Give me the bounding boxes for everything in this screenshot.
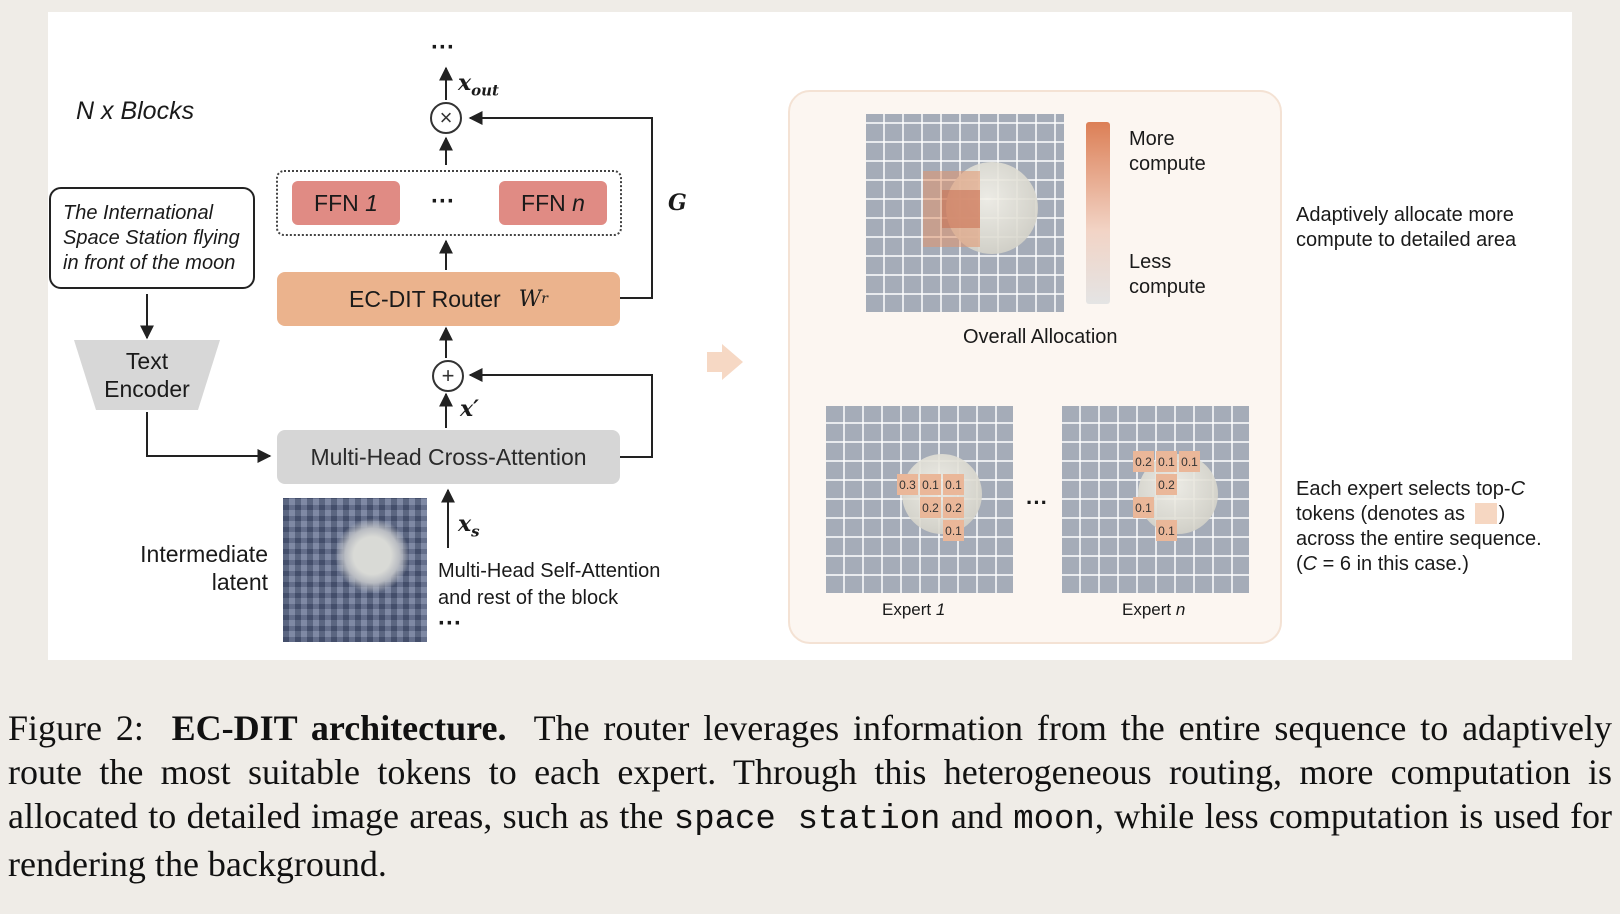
expert-n-token: 0.1 [1156, 520, 1177, 541]
cross-attention-box: Multi-Head Cross-Attention [277, 430, 620, 484]
expert-1-token: 0.2 [943, 497, 964, 518]
desc-top-2: compute to detailed area [1296, 229, 1517, 251]
latent-label-2: latent [211, 569, 268, 595]
desc-bottom-2: tokens (denotes as ) [1296, 503, 1506, 525]
token-swatch [1474, 503, 1497, 524]
multiply-icon: × [430, 102, 462, 134]
top-ellipsis: ··· [431, 34, 455, 61]
expert-1-token: 0.1 [943, 474, 964, 495]
transition-arrow [707, 344, 743, 380]
experts-ellipsis: ··· [1026, 490, 1048, 515]
expert-1-image: 0.3 0.1 0.1 0.2 0.2 0.1 [826, 406, 1013, 593]
text-encoder-line-1: Text [125, 348, 169, 374]
caption-text-3: , while less computation is used for ren… [8, 796, 1613, 884]
latent-label-1: Intermediate [140, 541, 268, 567]
desc-bottom-3: across the entire sequence. [1296, 528, 1542, 550]
n-blocks-label: N x Blocks [76, 97, 195, 125]
latent-image [283, 498, 427, 642]
gate-label: G [668, 190, 687, 216]
prompt-box [49, 187, 255, 289]
cross-attention-label: Multi-Head Cross-Attention [310, 443, 587, 470]
figure-caption: Figure 2: EC-DIT architecture. The route… [8, 706, 1612, 886]
caption-mono-2: moon [1013, 801, 1095, 839]
allocation-high [942, 190, 980, 228]
expert-n-token: 0.1 [1179, 451, 1200, 472]
overall-allocation-image [866, 114, 1064, 312]
caption-text-2: and [950, 796, 1003, 836]
less-compute-2: compute [1129, 276, 1206, 298]
caption-text-1: The router leverages information from th… [8, 708, 1613, 836]
x-out-label: xout [458, 70, 499, 100]
prompt-line-2: Space Station flying [63, 227, 240, 249]
less-compute-1: Less [1129, 251, 1172, 273]
bottom-ellipsis: ··· [438, 610, 462, 637]
caption-mono-1: space station [673, 801, 941, 839]
overall-allocation-label: Overall Allocation [963, 326, 1118, 348]
expert-n-label: Expert n [1122, 600, 1186, 619]
text-encoder-line-2: Encoder [104, 376, 190, 402]
ffn-1-box: FFN 1 [292, 181, 400, 225]
gate-connector [468, 111, 653, 299]
prompt-line-1: The International [63, 202, 214, 224]
mhsa-line-1: Multi-Head Self-Attention [438, 560, 661, 582]
x-out-sub: out [471, 81, 499, 100]
more-compute-2: compute [1129, 153, 1206, 175]
ffn-1-index: 1 [365, 189, 378, 216]
text-encoder-shape [74, 340, 220, 410]
expert-1-token: 0.2 [920, 497, 941, 518]
ffn-group [276, 170, 622, 236]
add-icon: + [432, 360, 464, 392]
arrow-encoder-to-mhca [146, 412, 272, 463]
x-prime-label: x′ [460, 396, 479, 422]
x-s-label: xs [458, 511, 480, 541]
more-compute-1: More [1129, 128, 1175, 150]
expert-n-token: 0.1 [1133, 497, 1154, 518]
expert-n-token: 0.2 [1133, 451, 1154, 472]
caption-label: Figure 2: [8, 708, 144, 748]
desc-bottom-4: (C = 6 in this case.) [1296, 553, 1469, 575]
expert-n-token: 0.2 [1156, 474, 1177, 495]
ffn-ellipsis: ··· [431, 188, 455, 215]
ffn-n-label: FFN [521, 189, 566, 216]
expert-1-token: 0.3 [897, 474, 918, 495]
ffn-n-index: n [572, 189, 585, 216]
expert-1-label: Expert 1 [882, 600, 946, 619]
residual-connector [468, 368, 653, 458]
ffn-1-label: FFN [314, 189, 359, 216]
prompt-line-3: in front of the moon [63, 252, 236, 274]
caption-bold: EC-DIT architecture. [171, 708, 507, 748]
router-weight-sub: r [541, 291, 548, 307]
router-weight: W [518, 286, 542, 312]
expert-n-image: 0.2 0.1 0.1 0.2 0.1 0.1 [1062, 406, 1249, 593]
expert-1-token: 0.1 [943, 520, 964, 541]
desc-bottom-1: Each expert selects top-C [1296, 478, 1526, 500]
expert-n-token: 0.1 [1156, 451, 1177, 472]
mhsa-line-2: and rest of the block [438, 587, 619, 609]
x-s-sub: s [471, 522, 480, 541]
ffn-n-box: FFN n [499, 181, 607, 225]
compute-colorbar [1086, 122, 1110, 304]
expert-1-token: 0.1 [920, 474, 941, 495]
desc-top-1: Adaptively allocate more [1296, 204, 1514, 226]
router-label: EC-DIT Router [349, 285, 501, 312]
